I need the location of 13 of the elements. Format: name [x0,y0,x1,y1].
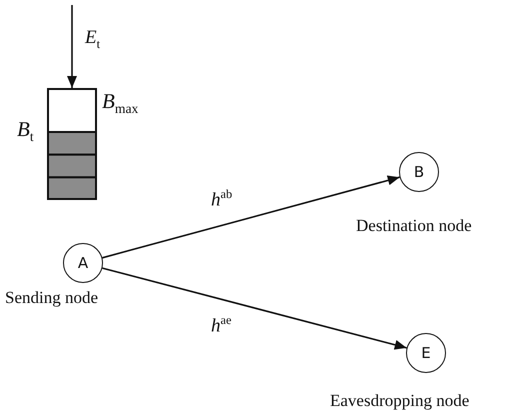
node-caption: Sending node [5,289,98,308]
node-circle: A [63,243,103,283]
level-label: B$_{max}$ [102,90,138,116]
level-label: B$_{t}$ [17,118,34,144]
node-circle: B [399,152,439,192]
battery-drawing [47,88,97,200]
arrow [102,267,407,350]
arrow [102,176,400,259]
node-caption: Destination node [356,217,472,236]
node-circle: E [406,333,446,373]
node-caption: Eavesdropping node [330,392,470,411]
arrow [67,5,77,88]
edge-label: E$_{t}$ [84,28,102,52]
